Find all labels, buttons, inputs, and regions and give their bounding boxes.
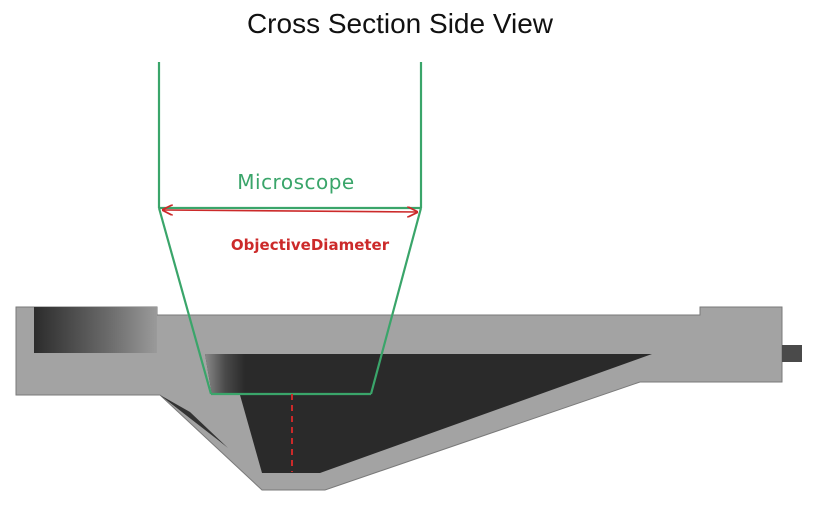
- objective-diameter-label: ObjectiveDiameter: [231, 236, 390, 254]
- well-left-wall: [205, 354, 245, 395]
- diagram-title: Cross Section Side View: [246, 8, 554, 39]
- objective-diameter-arrow: [163, 210, 417, 212]
- well-interior: [205, 354, 652, 473]
- microscope-label: Microscope: [237, 170, 354, 194]
- right-connector: [782, 345, 802, 362]
- left-pocket: [34, 307, 157, 353]
